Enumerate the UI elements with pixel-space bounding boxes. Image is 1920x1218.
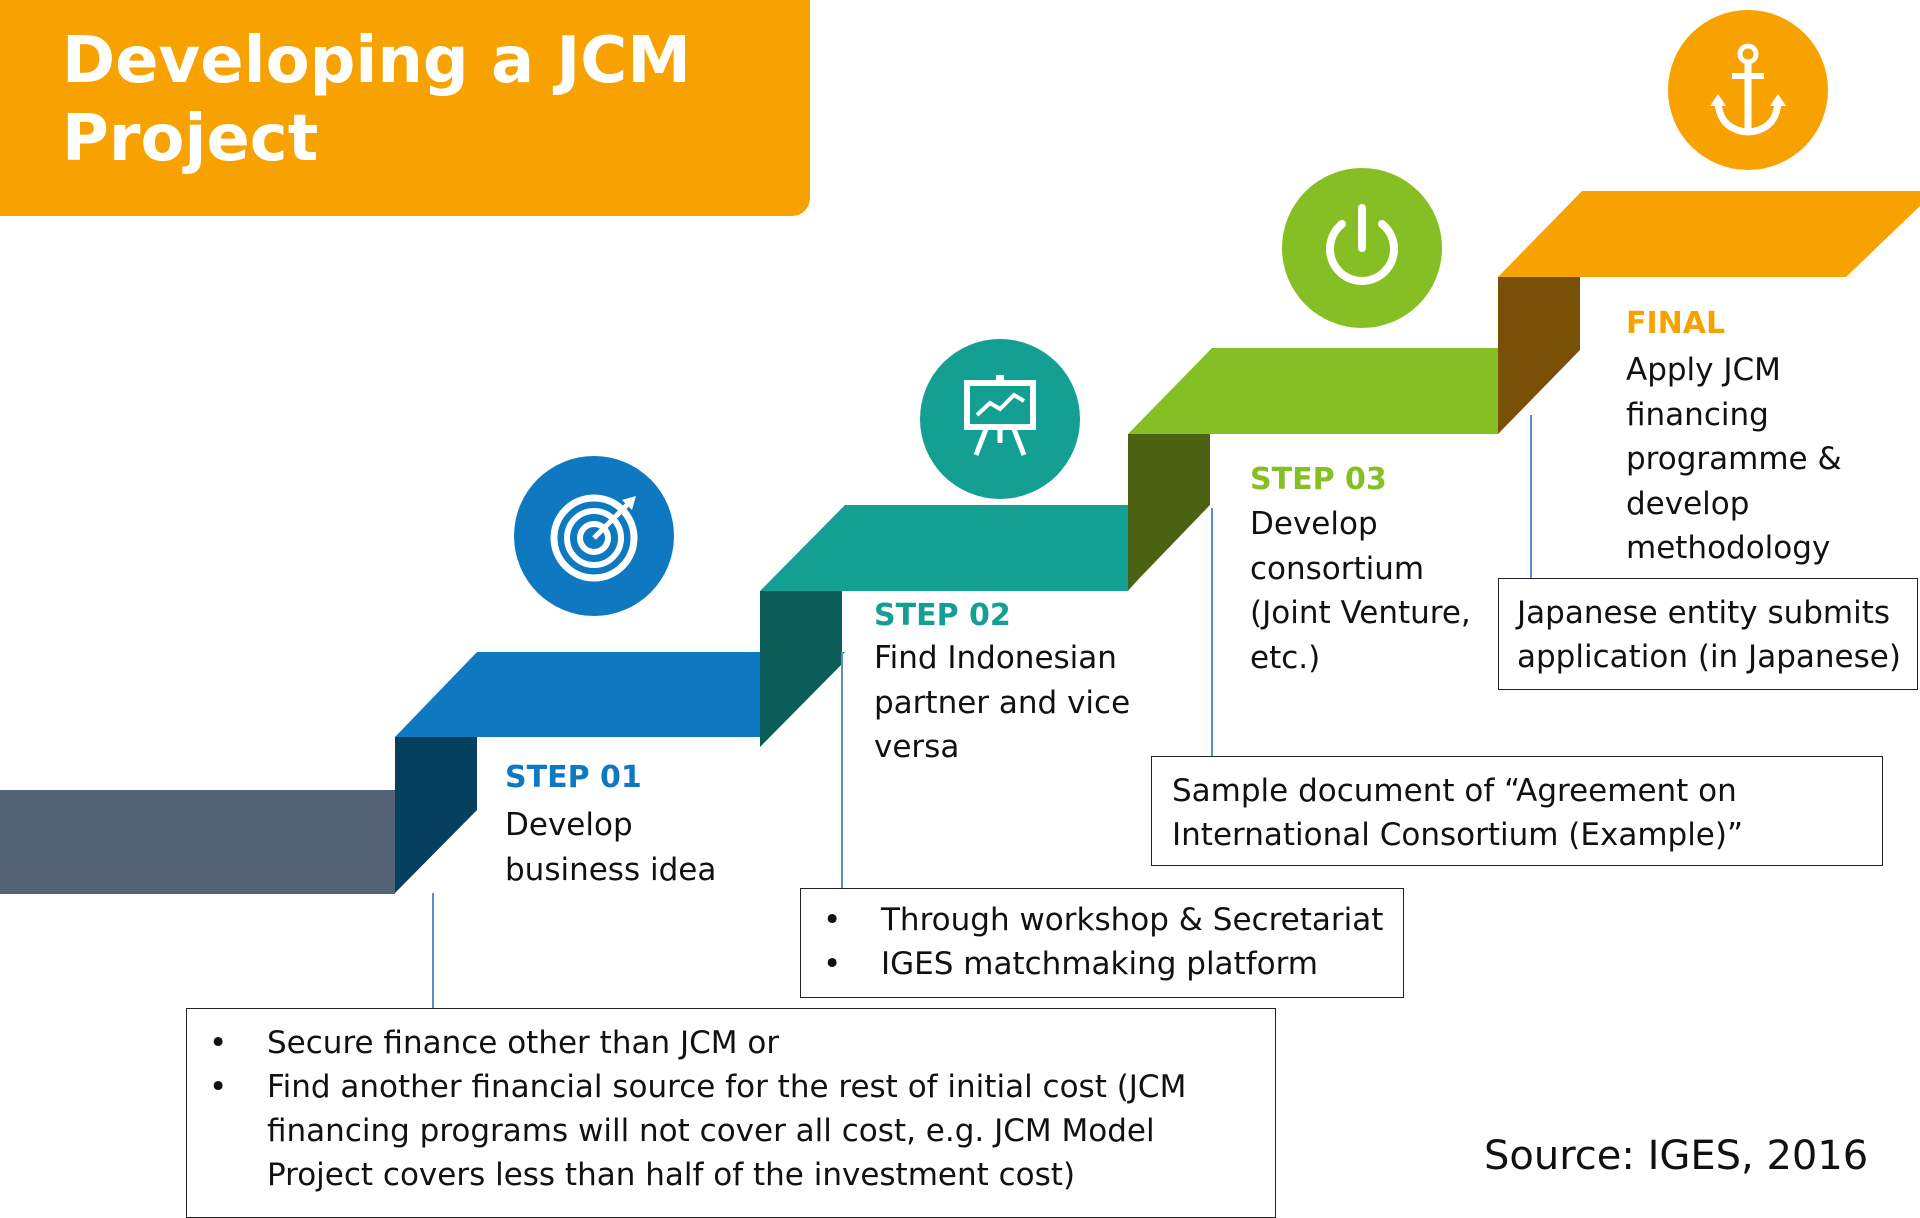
step03-note-text: Sample document of “Agreement on Interna… — [1172, 773, 1744, 853]
step03-icon-circle — [1282, 168, 1442, 328]
step01-tread — [395, 652, 845, 737]
final-description: Apply JCM financing programme & develop … — [1626, 352, 1842, 566]
step03-connector — [1211, 508, 1213, 756]
step01-connector — [432, 893, 434, 1009]
step02-tread — [760, 505, 1205, 591]
step02-description: Find Indonesian partner and vice versa — [874, 640, 1131, 765]
target-icon — [550, 494, 638, 582]
step01-note-item: Find another financial source for the re… — [187, 1065, 1255, 1197]
final-connector — [1530, 415, 1532, 578]
step01-note-item: Secure finance other than JCM or — [187, 1021, 1255, 1065]
final-note-text: Japanese entity submits application (in … — [1517, 595, 1901, 675]
step02-note-item: IGES matchmaking platform — [801, 942, 1393, 986]
step03-description: Develop consortium (Joint Venture, etc.) — [1250, 506, 1471, 676]
final-label: FINAL — [1626, 306, 1726, 341]
step03-note: Sample document of “Agreement on Interna… — [1151, 756, 1883, 866]
final-note: Japanese entity submits application (in … — [1498, 578, 1918, 690]
base-step — [0, 790, 395, 894]
step01-description: Develop business idea — [505, 807, 717, 888]
title-banner: Developing a JCM Project — [0, 0, 810, 216]
final-icon-circle — [1668, 10, 1828, 170]
step03-label: STEP 03 — [1250, 462, 1387, 497]
step02-riser — [760, 591, 842, 747]
step02-label: STEP 02 — [874, 598, 1011, 633]
presentation-chart-icon — [964, 375, 1036, 456]
step02-note-item: Through workshop & Secretariat — [801, 898, 1393, 942]
step01-label: STEP 01 — [505, 760, 642, 795]
step02-connector — [841, 652, 843, 888]
step01-riser — [395, 737, 477, 893]
step03-riser — [1128, 434, 1210, 590]
final-riser — [1498, 277, 1580, 434]
step02-icon-circle — [920, 339, 1080, 499]
step01-note: Secure finance other than JCM or Find an… — [186, 1008, 1276, 1218]
step02-note: Through workshop & Secretariat IGES matc… — [800, 888, 1404, 998]
power-icon — [1326, 204, 1398, 285]
step01-icon-circle — [514, 456, 674, 616]
anchor-icon — [1710, 43, 1786, 136]
page-title: Developing a JCM Project — [62, 24, 691, 176]
step03-tread — [1128, 348, 1575, 434]
final-tread — [1498, 191, 1920, 277]
source-caption: Source: IGES, 2016 — [1484, 1133, 1869, 1179]
